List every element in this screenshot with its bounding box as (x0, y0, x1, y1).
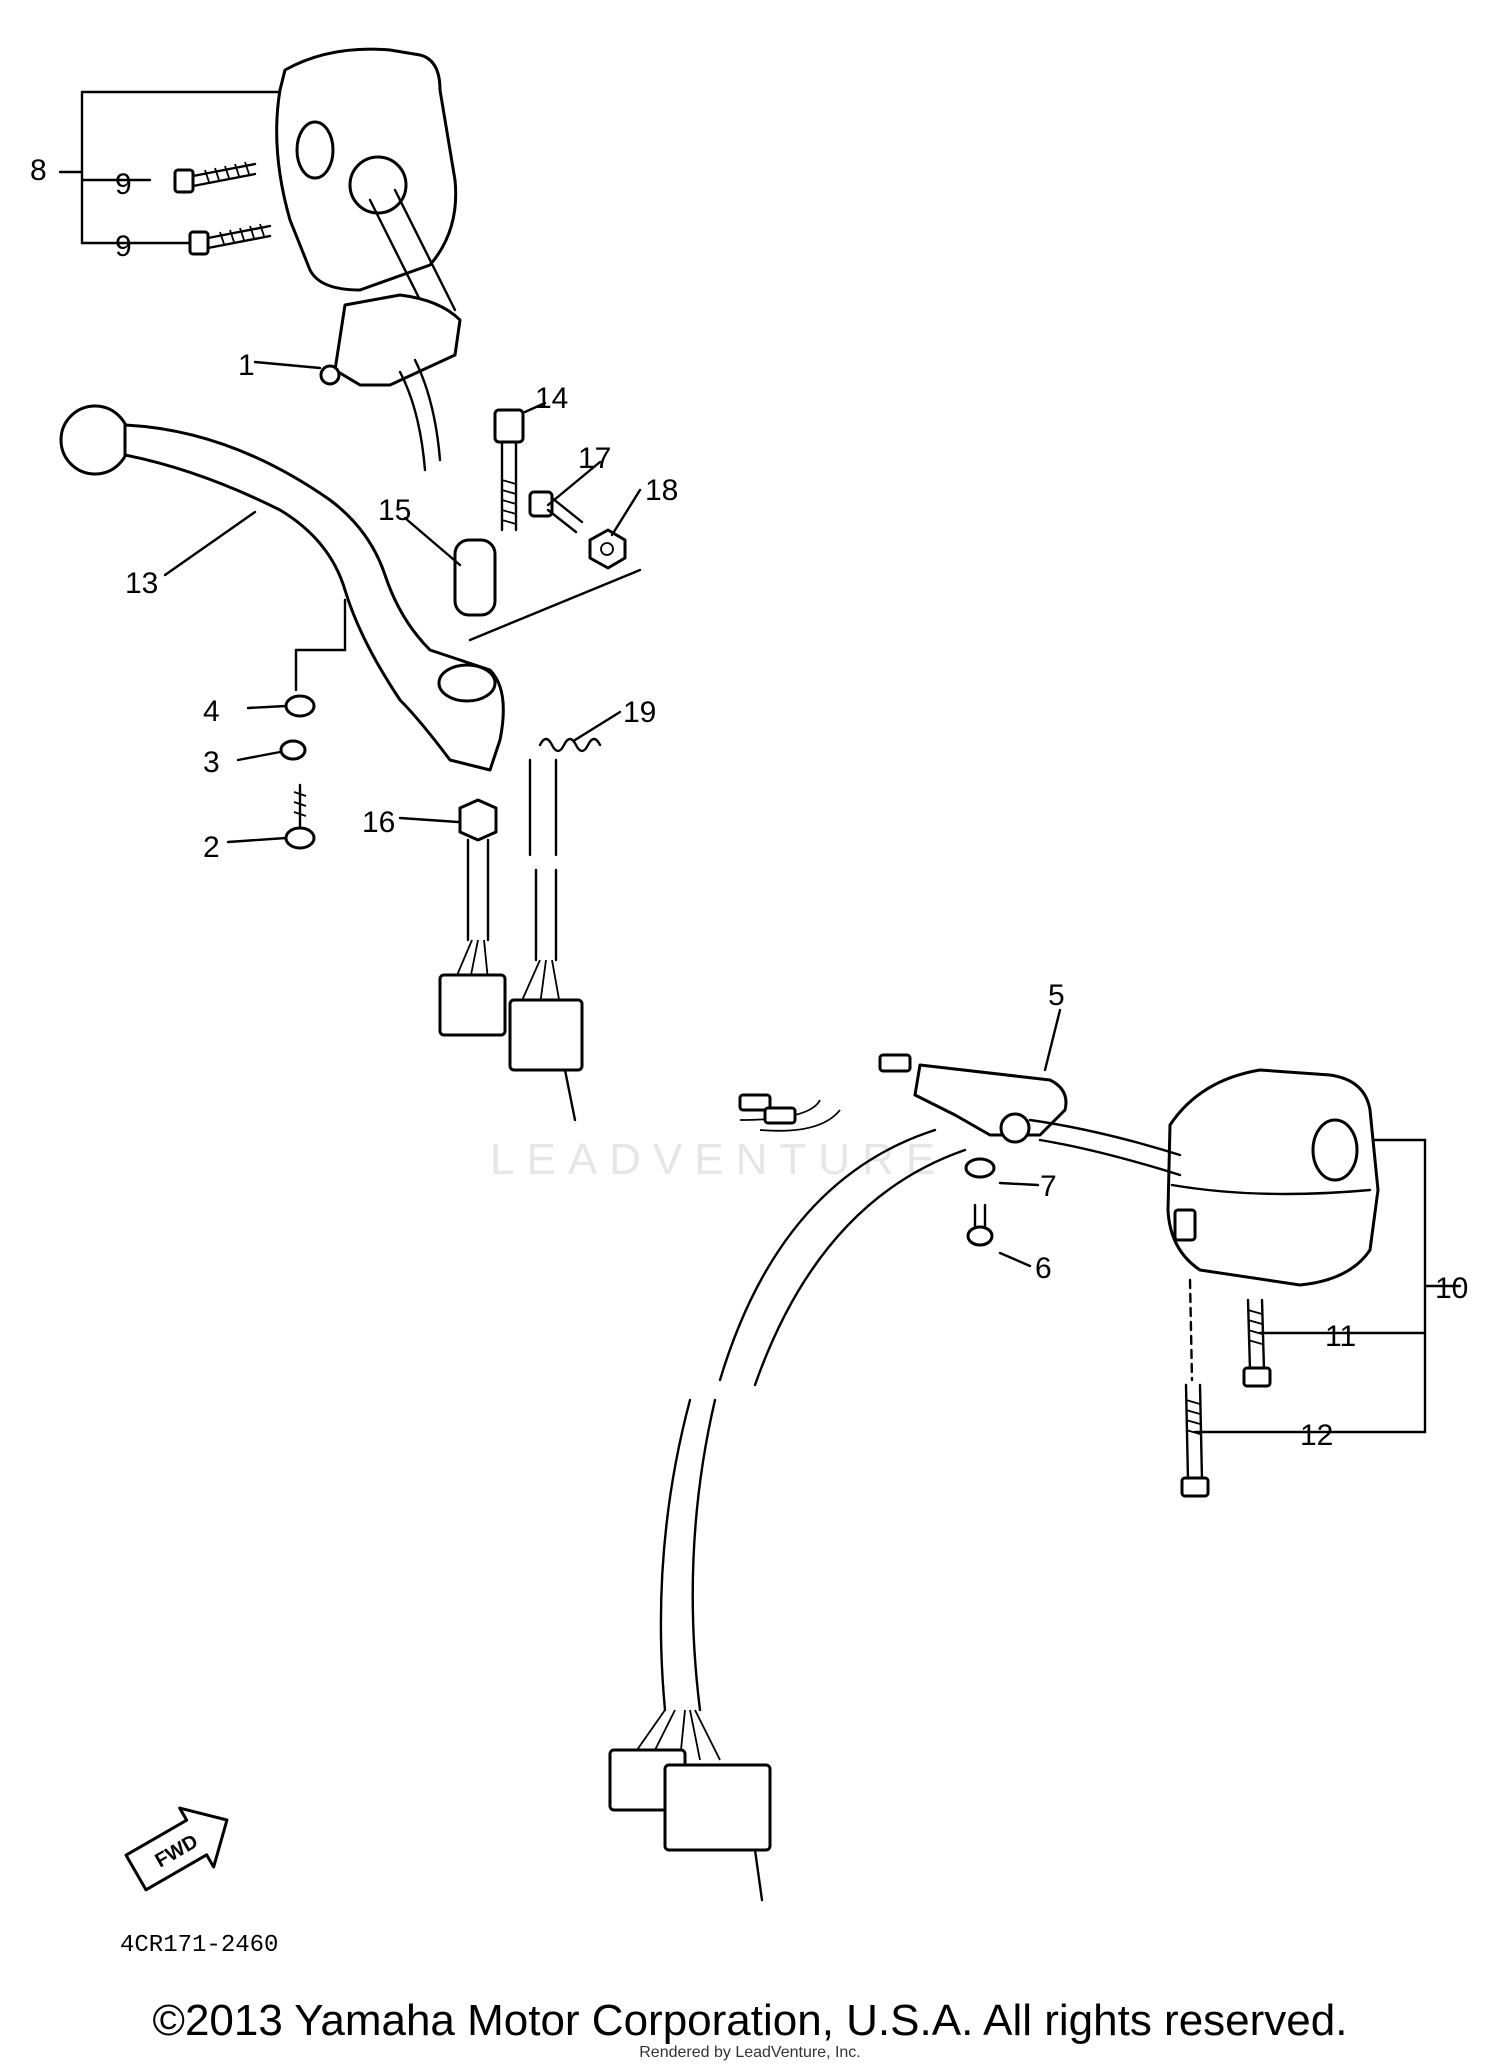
right-wire-harness (608, 1093, 1182, 1902)
rendered-by-note: Rendered by LeadVenture, Inc. (639, 2044, 861, 2061)
leader-8 (58, 90, 280, 245)
guide-line-4 (294, 598, 347, 692)
nut-18 (588, 528, 627, 570)
callout-19: 19 (623, 696, 656, 729)
screw-12 (1180, 1383, 1210, 1498)
callout-17: 17 (578, 442, 611, 475)
guide-line-17-18 (468, 568, 642, 642)
callout-5: 5 (1048, 979, 1065, 1012)
washer-4 (284, 694, 316, 718)
spring-19 (538, 737, 602, 753)
callout-18: 18 (645, 474, 678, 507)
callout-3: 3 (203, 746, 220, 779)
callout-15: 15 (378, 494, 411, 527)
front-brake-switch (878, 1053, 1068, 1144)
figure-number: 4CR171-2460 (120, 1932, 279, 1959)
callout-leaders (163, 360, 1062, 1268)
leader-10 (1193, 1138, 1462, 1434)
callout-10: 10 (1435, 1272, 1468, 1305)
callout-7: 7 (1040, 1170, 1057, 1203)
spring-washer-3 (279, 739, 307, 761)
callout-13: 13 (125, 567, 158, 600)
pivot-bolt-2 (284, 783, 316, 850)
fwd-arrow-icon: FWD (124, 1806, 229, 1892)
collar-15 (453, 538, 497, 617)
callout-6: 6 (1035, 1252, 1052, 1285)
bolt-14 (493, 408, 525, 532)
callout-labels: 1 2 3 4 5 6 7 8 9 9 10 11 12 13 14 15 16… (30, 154, 1468, 1452)
callout-9-upper: 9 (115, 168, 132, 201)
screw-6 (966, 1203, 994, 1247)
washer-7 (964, 1157, 996, 1179)
right-switch-housing (1166, 1068, 1380, 1287)
clutch-lever (59, 404, 505, 772)
copyright-notice: ©2013 Yamaha Motor Corporation, U.S.A. A… (152, 1996, 1348, 2045)
clutch-switch (319, 293, 462, 472)
callout-4: 4 (203, 695, 220, 728)
callout-12: 12 (1300, 1419, 1333, 1452)
callout-11: 11 (1325, 1320, 1356, 1353)
callout-8: 8 (30, 154, 47, 187)
callout-14: 14 (535, 382, 568, 415)
callout-16: 16 (362, 806, 395, 839)
left-wire-harness (438, 758, 584, 1122)
screw-9-lower (188, 223, 272, 256)
screw-11 (1242, 1298, 1272, 1388)
guide-line-12 (1188, 1278, 1194, 1382)
watermark-text: LEADVENTURE (490, 1135, 948, 1184)
callout-1: 1 (238, 349, 255, 382)
bolt-17 (528, 490, 584, 534)
left-switch-housing (275, 47, 458, 322)
callout-2: 2 (203, 831, 220, 864)
callout-9-lower: 9 (115, 230, 132, 263)
nut-16 (458, 798, 498, 842)
screw-9-upper (173, 161, 257, 194)
